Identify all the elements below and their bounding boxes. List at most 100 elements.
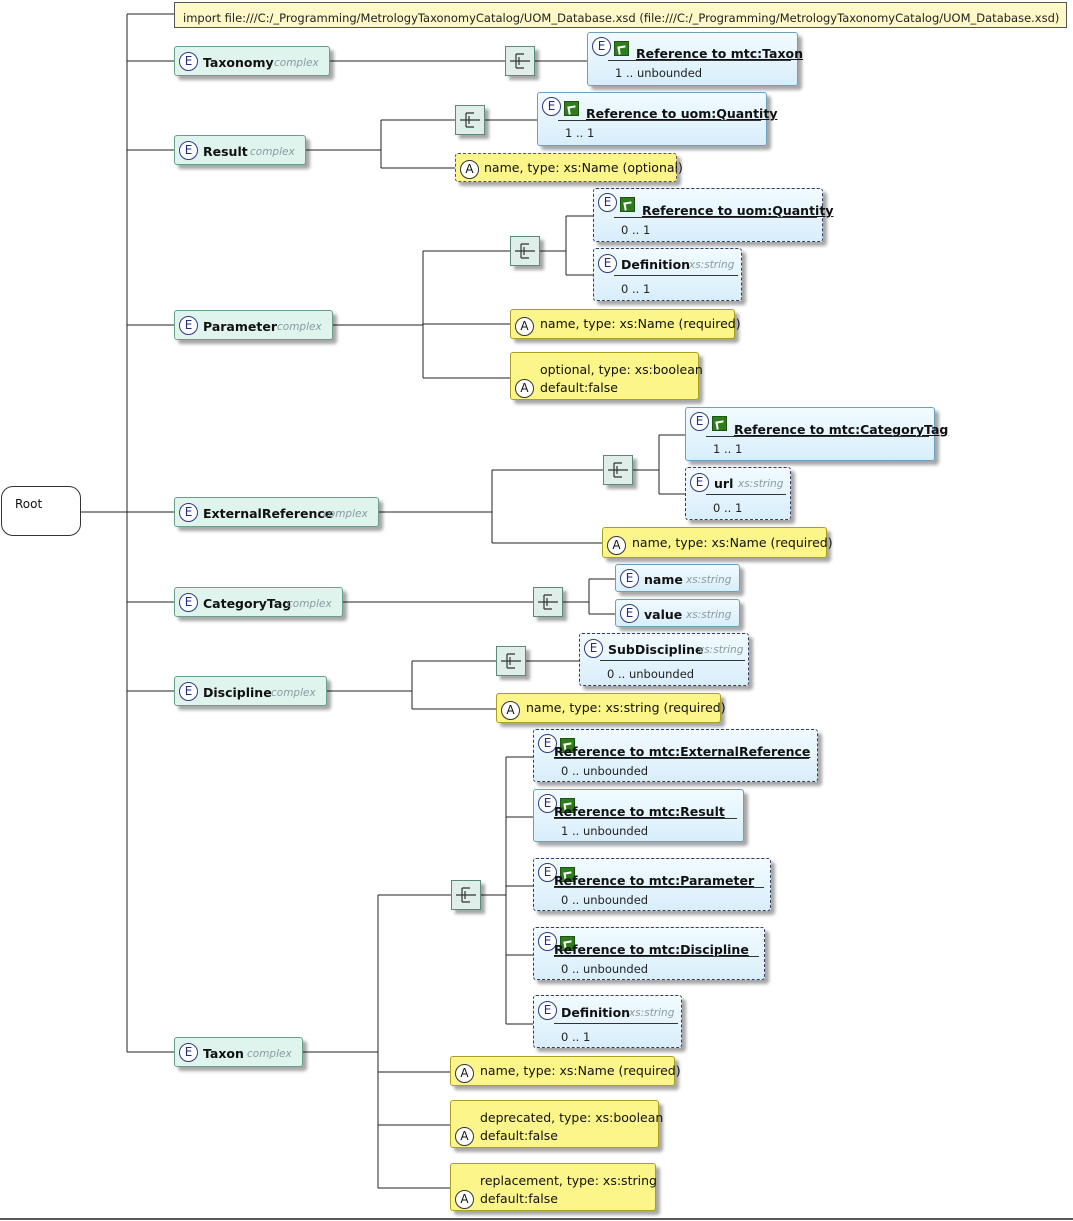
element-badge: E <box>538 794 557 813</box>
reference-icon <box>560 936 575 951</box>
sequence-compositor[interactable] <box>451 880 481 910</box>
sequence-icon <box>608 462 628 478</box>
reference-icon <box>620 197 635 212</box>
child-ref-quantity-result[interactable]: E Reference to uom:Quantity 1 .. 1 <box>537 92 777 146</box>
child-type: xs:string <box>629 1007 675 1019</box>
element-name: CategoryTag <box>203 596 292 611</box>
element-externalreference[interactable]: E ExternalReference complex <box>174 497 379 527</box>
child-ref-discipline[interactable]: E Reference to mtc:Discipline 0 .. unbou… <box>533 927 765 980</box>
attribute-externalreference-name[interactable]: A name, type: xs:Name (required) <box>602 527 833 558</box>
element-badge: E <box>538 863 557 882</box>
sequence-icon <box>538 594 558 610</box>
sequence-compositor[interactable] <box>603 455 633 485</box>
attribute-badge: A <box>460 160 479 179</box>
element-name: Result <box>203 144 248 159</box>
child-name: Reference to mtc:Parameter <box>554 873 755 888</box>
attribute-line2: default:false <box>480 1191 558 1206</box>
element-name: Parameter <box>203 319 277 334</box>
attribute-taxon-name[interactable]: A name, type: xs:Name (required) <box>450 1056 681 1086</box>
sequence-icon <box>510 53 530 69</box>
cardinality: 0 .. unbounded <box>561 764 649 778</box>
element-badge: E <box>179 316 198 335</box>
element-badge: E <box>690 473 709 492</box>
child-ref-categorytag[interactable]: E Reference to mtc:CategoryTag 1 .. 1 <box>685 407 948 461</box>
attribute-discipline-name[interactable]: A name, type: xs:string (required) <box>496 693 726 723</box>
attribute-parameter-optional[interactable]: A optional, type: xs:boolean default:fal… <box>510 352 703 400</box>
attribute-text: name, type: xs:Name (required) <box>540 316 741 331</box>
element-type: complex <box>247 1048 292 1060</box>
attribute-text: name, type: xs:Name (required) <box>480 1063 681 1078</box>
child-ref-parameter[interactable]: E Reference to mtc:Parameter 0 .. unboun… <box>533 858 771 911</box>
reference-icon <box>560 738 575 753</box>
root-node[interactable]: Root <box>1 486 81 536</box>
child-name: url <box>714 476 734 491</box>
cardinality: 1 .. 1 <box>565 126 595 140</box>
sequence-icon <box>456 887 476 903</box>
child-definition-parameter[interactable]: E Definition xs:string 0 .. 1 <box>593 248 742 301</box>
element-badge: E <box>592 37 611 56</box>
element-type: complex <box>277 321 322 333</box>
element-badge: E <box>179 503 198 522</box>
child-value-categorytag[interactable]: E value xs:string <box>615 599 740 627</box>
child-definition-taxon[interactable]: E Definition xs:string 0 .. 1 <box>533 995 682 1048</box>
child-name: SubDiscipline <box>608 642 704 657</box>
sequence-compositor[interactable] <box>533 587 563 617</box>
element-taxonomy[interactable]: E Taxonomy complex <box>174 46 330 76</box>
child-type: xs:string <box>738 478 784 490</box>
element-badge: E <box>598 254 617 273</box>
reference-icon <box>560 867 575 882</box>
element-taxon[interactable]: E Taxon complex <box>174 1037 303 1067</box>
child-subdiscipline[interactable]: E SubDiscipline xs:string 0 .. unbounded <box>579 633 749 686</box>
import-node[interactable]: import file:///C:/_Programming/Metrology… <box>174 2 1067 28</box>
attribute-taxon-replacement[interactable]: A replacement, type: xs:string default:f… <box>450 1163 657 1211</box>
element-parameter[interactable]: E Parameter complex <box>174 310 333 340</box>
child-name: Reference to uom:Quantity <box>642 203 834 218</box>
child-name: value <box>644 607 683 622</box>
element-type: complex <box>250 146 295 158</box>
element-name: ExternalReference <box>203 506 334 521</box>
element-discipline[interactable]: E Discipline complex <box>174 676 327 706</box>
element-categorytag[interactable]: E CategoryTag complex <box>174 587 343 617</box>
attribute-line1: replacement, type: xs:string <box>480 1173 657 1188</box>
sequence-icon <box>460 112 480 128</box>
child-type: xs:string <box>689 259 735 271</box>
cardinality: 0 .. unbounded <box>607 667 695 681</box>
child-type: xs:string <box>686 574 732 586</box>
cardinality: 0 .. 1 <box>621 223 651 237</box>
child-name: Reference to uom:Quantity <box>586 106 778 121</box>
reference-icon <box>712 416 727 431</box>
child-name: Reference to mtc:Discipline <box>554 942 749 957</box>
element-badge: E <box>179 52 198 71</box>
sequence-compositor[interactable] <box>505 46 535 76</box>
attribute-result-name[interactable]: A name, type: xs:Name (optional) <box>455 153 683 182</box>
child-type: xs:string <box>686 609 732 621</box>
root-label: Root <box>15 497 43 511</box>
sequence-compositor[interactable] <box>455 105 485 135</box>
element-result[interactable]: E Result complex <box>174 135 306 165</box>
sequence-compositor[interactable] <box>496 646 526 676</box>
element-type: complex <box>271 687 316 699</box>
child-name-categorytag[interactable]: E name xs:string <box>615 564 740 592</box>
element-type: complex <box>287 598 332 610</box>
element-badge: E <box>538 932 557 951</box>
attribute-taxon-deprecated[interactable]: A deprecated, type: xs:boolean default:f… <box>450 1100 663 1148</box>
child-url[interactable]: E url xs:string 0 .. 1 <box>685 467 791 520</box>
element-badge: E <box>598 193 617 212</box>
attribute-line1: deprecated, type: xs:boolean <box>480 1110 664 1125</box>
child-ref-result[interactable]: E Reference to mtc:Result 1 .. unbounded <box>533 789 744 842</box>
child-ref-taxon[interactable]: E Reference to mtc:Taxon 1 .. unbounded <box>587 32 803 86</box>
element-type: complex <box>323 508 368 520</box>
child-name: Reference to mtc:ExternalReference <box>554 744 811 759</box>
child-name: name <box>644 572 683 587</box>
attribute-text: name, type: xs:Name (optional) <box>484 160 683 175</box>
sequence-compositor[interactable] <box>510 236 540 266</box>
element-type: complex <box>274 57 319 69</box>
element-badge: E <box>179 593 198 612</box>
cardinality: 0 .. unbounded <box>561 962 649 976</box>
child-ref-quantity-parameter[interactable]: E Reference to uom:Quantity 0 .. 1 <box>593 188 833 242</box>
child-ref-externalreference[interactable]: E Reference to mtc:ExternalReference 0 .… <box>533 729 818 782</box>
element-badge: E <box>179 1043 198 1062</box>
attribute-parameter-name[interactable]: A name, type: xs:Name (required) <box>510 309 741 339</box>
element-badge: E <box>620 604 639 623</box>
